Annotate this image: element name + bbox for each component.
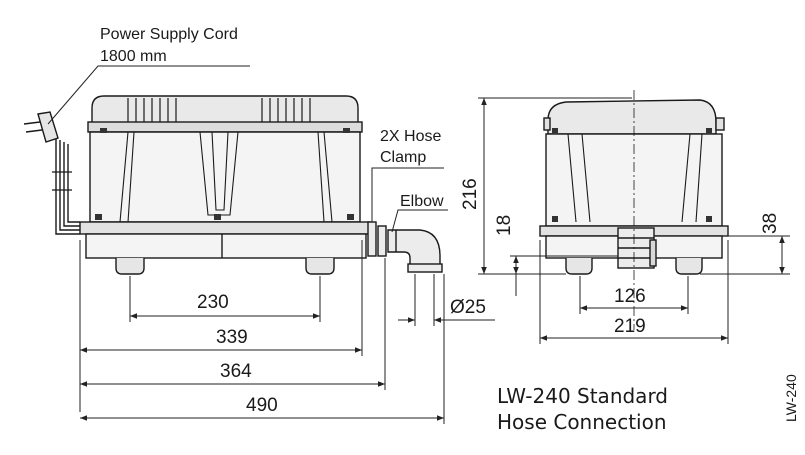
front-base (79, 221, 371, 235)
dim-label-490: 490 (246, 395, 278, 416)
caption-line-2: Hose Connection (497, 410, 667, 434)
side-screws (552, 128, 712, 222)
power-cord-length-label: 1800 mm (100, 48, 167, 65)
front-view-blower (79, 95, 371, 275)
hose-clamp-elbow (367, 221, 443, 273)
front-top-ribs (127, 98, 311, 122)
front-dimension-lines (79, 240, 495, 424)
dim-label-38: 38 (760, 213, 781, 234)
hose-clamp-label-2: Clamp (380, 149, 426, 166)
hose-clamp-1 (367, 221, 377, 257)
front-body-grooves (119, 131, 333, 223)
side-outlet (617, 227, 657, 269)
dim-label-216: 216 (460, 178, 481, 210)
elbow-outlet (407, 263, 443, 273)
caption-line-1: LW-240 Standard (497, 384, 668, 408)
side-view-blower (539, 90, 729, 330)
model-side-label: LW-240 (783, 374, 799, 422)
dim-label-126: 126 (614, 286, 646, 307)
dim-label-25: Ø25 (450, 297, 486, 318)
label-leaders (47, 65, 448, 233)
dim-label-364: 364 (220, 361, 252, 382)
hose-clamp-label: 2X Hose (380, 128, 441, 145)
side-foot-right (675, 258, 703, 275)
side-top-cover (547, 99, 717, 135)
dim-label-339: 339 (216, 327, 248, 348)
dim-label-219: 219 (614, 316, 646, 337)
elbow-label: Elbow (400, 193, 444, 210)
plug-icon (37, 111, 59, 143)
front-base-lower (85, 233, 367, 259)
front-screws (95, 128, 354, 220)
hose-clamp-2 (377, 225, 387, 257)
power-cord (23, 111, 80, 235)
dim-label-230: 230 (197, 292, 229, 313)
side-foot-left (565, 258, 593, 275)
front-foot-right (305, 258, 335, 275)
dim-label-18: 18 (494, 215, 515, 236)
front-top-cover (91, 95, 359, 122)
power-cord-label: Power Supply Cord (100, 26, 238, 43)
front-foot-left (115, 258, 145, 275)
front-cover-band (87, 121, 363, 133)
side-body-grooves (567, 133, 703, 223)
side-dimension-lines (478, 97, 790, 344)
